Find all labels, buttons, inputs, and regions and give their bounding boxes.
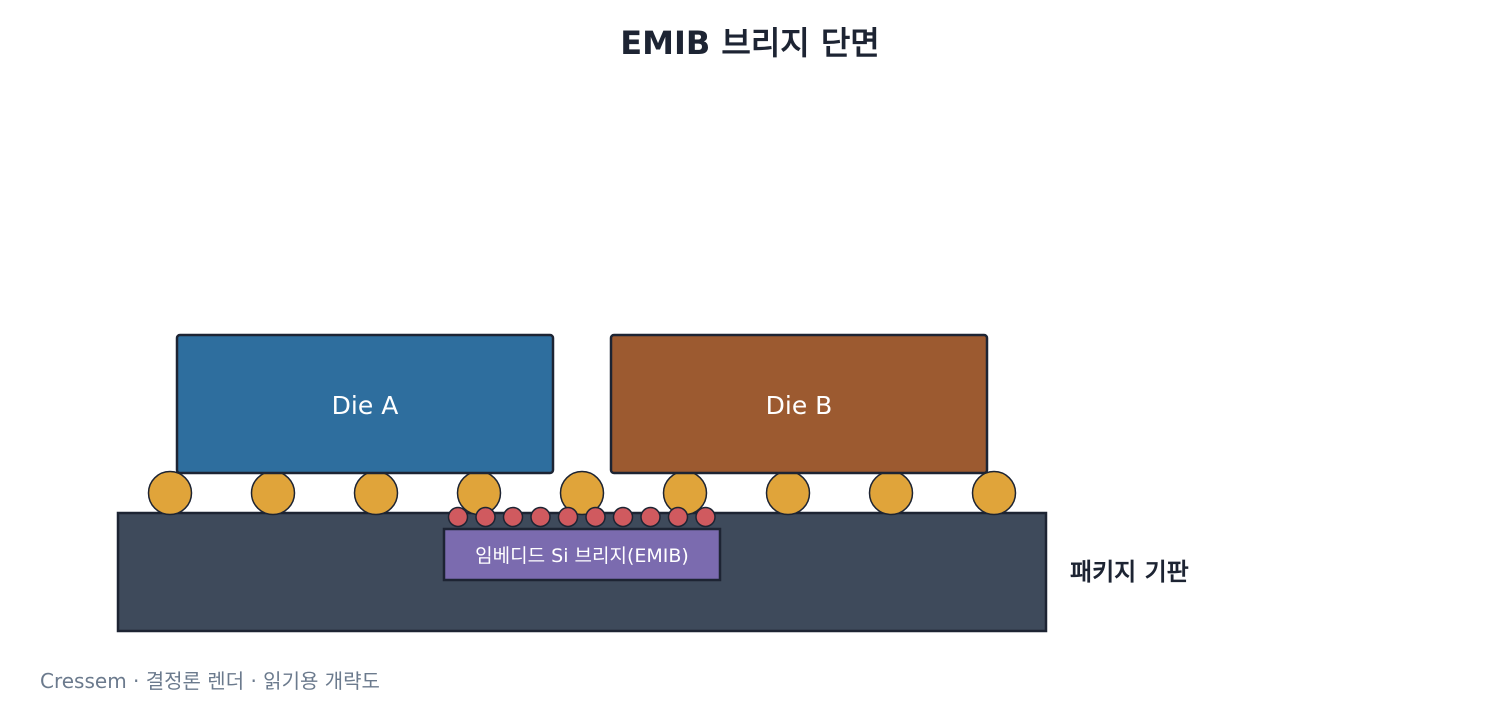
substrate-label: 패키지 기판 [1070,558,1189,586]
micro-bump [530,506,551,528]
c4-bump [353,470,399,516]
micro-bump [475,506,496,528]
c4-bump [868,470,914,516]
die-b-label: Die B [766,391,833,420]
c4-bump [765,470,811,516]
micro-bump [502,506,524,528]
c4-bump [559,470,605,516]
emib-bridge [442,527,722,582]
micro-bump [447,506,469,528]
c4-bump [971,470,1017,516]
micro-bump [667,506,689,528]
c4-bumps [147,470,1017,516]
die-b [609,333,989,475]
c4-bump [147,470,193,516]
micro-bumps [447,506,716,528]
die-a [175,333,555,475]
micro-bump [557,506,579,528]
footer-caption: Cressem · 결정론 렌더 · 읽기용 개략도 [40,669,380,693]
die-a-label: Die A [332,391,399,420]
c4-bump [456,470,502,516]
micro-bump [695,506,716,528]
c4-bump [250,470,296,516]
diagram-title: EMIB 브리지 단면 [620,24,880,62]
c4-bump [662,470,708,516]
micro-bump [585,506,606,528]
micro-bump [640,506,661,528]
bridge-label: 임베디드 Si 브리지(EMIB) [475,545,689,567]
micro-bump [612,506,634,528]
